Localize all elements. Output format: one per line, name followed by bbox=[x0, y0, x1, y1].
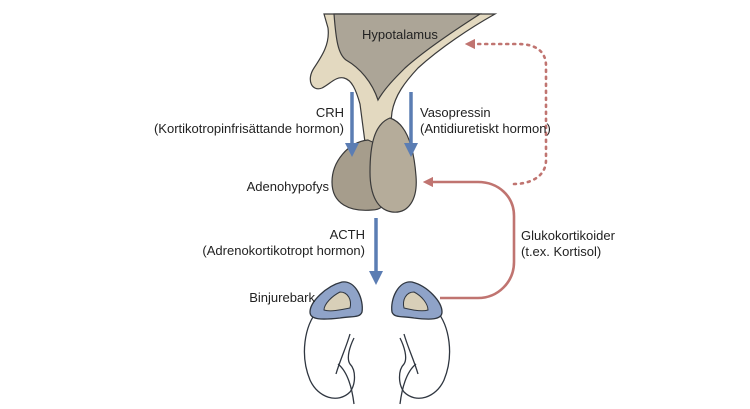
right-adrenal-medulla bbox=[403, 291, 429, 312]
adenohypophysis-label: Adenohypofys bbox=[246, 179, 329, 194]
crh-full-name: (Kortikotropinfrisättande hormon) bbox=[153, 121, 344, 136]
left-adrenal-medulla bbox=[323, 291, 351, 312]
glucocorticoids-label: Glukokortikoider bbox=[521, 228, 615, 243]
feedback-arrow-hypothalamus bbox=[464, 38, 548, 186]
crh-label: CRH bbox=[315, 105, 344, 120]
feedback-arrow-pituitary bbox=[422, 176, 516, 300]
right-kidney-ureter bbox=[399, 333, 419, 405]
right-kidney-shape bbox=[398, 309, 451, 399]
hypothalamus-shape bbox=[333, 13, 483, 102]
glucocorticoids-example: (t.ex. Kortisol) bbox=[521, 244, 602, 259]
vasopressin-label: Vasopressin bbox=[420, 105, 491, 120]
acth-label: ACTH bbox=[329, 227, 365, 242]
left-kidney-ureter bbox=[335, 333, 355, 405]
acth-full-name: (Adrenokortikotropt hormon) bbox=[202, 243, 365, 258]
adrenal-cortex-label: Binjurebark bbox=[249, 290, 315, 305]
left-kidney-shape bbox=[303, 309, 356, 399]
vasopressin-full-name: (Antidiuretiskt hormon) bbox=[420, 121, 551, 136]
hypothalamus-label: Hypotalamus bbox=[362, 27, 438, 42]
